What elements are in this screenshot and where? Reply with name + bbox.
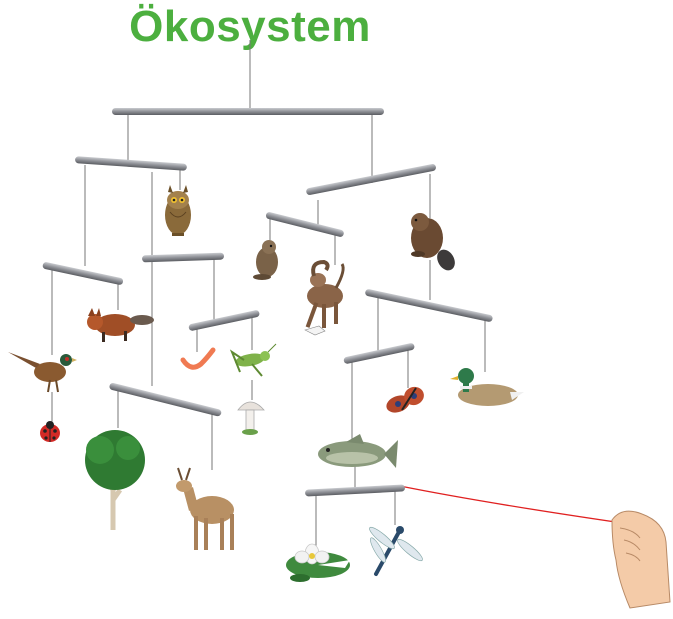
owl-icon bbox=[165, 185, 191, 236]
pheasant-icon bbox=[8, 352, 77, 393]
duck-icon bbox=[450, 368, 524, 406]
marmot-icon bbox=[253, 240, 278, 280]
fox-icon bbox=[87, 308, 154, 342]
dragonfly-icon bbox=[369, 526, 423, 576]
beaver-icon bbox=[411, 213, 455, 271]
grasshopper-icon bbox=[229, 343, 277, 377]
tree-icon bbox=[85, 430, 145, 530]
strings bbox=[51, 40, 486, 546]
ladybug-icon bbox=[40, 421, 60, 442]
ibex-icon bbox=[304, 259, 345, 336]
water-lily-icon bbox=[286, 543, 350, 582]
fish-icon bbox=[318, 434, 398, 468]
deer-icon bbox=[176, 467, 234, 550]
butterfly-icon bbox=[386, 386, 424, 413]
earthworm-icon bbox=[180, 347, 216, 370]
hand-icon bbox=[611, 510, 671, 609]
mushroom-icon bbox=[237, 401, 265, 435]
mobile-rods bbox=[42, 108, 493, 497]
pull-string bbox=[399, 485, 637, 526]
